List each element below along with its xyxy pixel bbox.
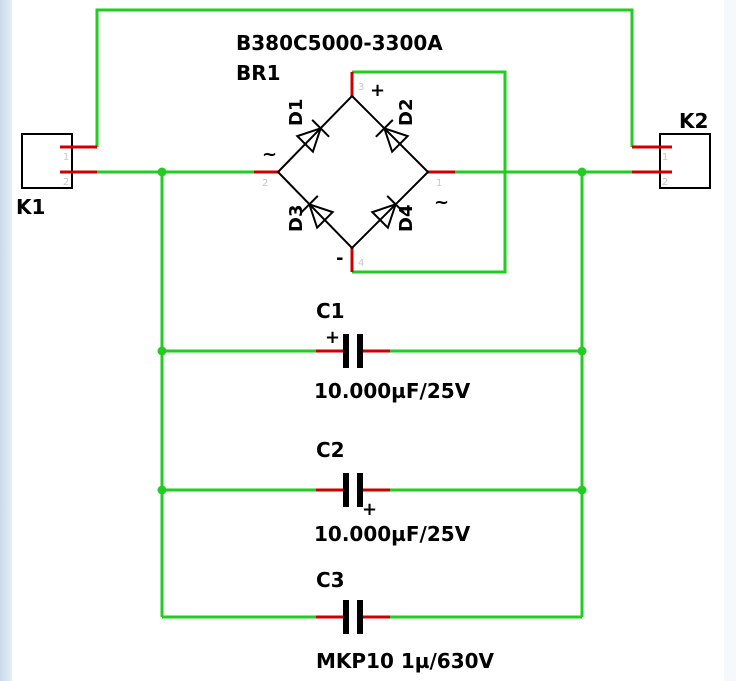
- diode-d3: [300, 195, 335, 230]
- diode-d2: [375, 119, 410, 154]
- capacitor-c1-ref: C1: [316, 299, 345, 323]
- wire-bridge-dc-loop[interactable]: [352, 70, 507, 274]
- connector-k2-body: [659, 133, 711, 189]
- pin-number: 4: [358, 258, 364, 269]
- junction-dot: [157, 346, 167, 356]
- bridge-ac-left-mark: ~: [262, 144, 277, 165]
- capacitor-c1-polarity: +: [325, 327, 340, 348]
- diode-d4-label: D4: [396, 205, 417, 232]
- bridge-rectifier[interactable]: B380C5000-3300A BR1: [236, 31, 455, 272]
- diode-d4: [370, 195, 405, 230]
- pin-number: 2: [262, 178, 268, 189]
- capacitor-c1[interactable]: + C1 10.000µF/25V: [314, 299, 471, 403]
- left-edge: [0, 0, 12, 681]
- capacitor-c2-plate-right: [357, 473, 363, 507]
- bridge-plus-mark: +: [370, 80, 385, 101]
- capacitor-c2-polarity: +: [362, 499, 377, 520]
- capacitor-c1-plate-left: [343, 334, 349, 368]
- capacitor-c3-value: MKP10 1µ/630V: [316, 649, 495, 673]
- capacitor-c2-value: 10.000µF/25V: [314, 522, 471, 546]
- capacitor-c2-ref: C2: [316, 438, 345, 462]
- junction-dot: [577, 167, 587, 177]
- bridge-ac-right-mark: ~: [434, 192, 449, 213]
- wire-top-loop[interactable]: [95, 8, 634, 147]
- junction-dot: [157, 167, 167, 177]
- pin-number: 2: [662, 177, 668, 188]
- capacitor-c1-plate-right: [357, 334, 363, 368]
- capacitor-c3-plate-right: [357, 600, 363, 634]
- pin-number: 1: [436, 178, 442, 189]
- pin-number: 3: [358, 82, 364, 93]
- diode-d3-label: D3: [286, 205, 307, 232]
- diode-d1: [295, 119, 330, 154]
- connector-k1-ref: K1: [16, 195, 45, 219]
- bridge-diamond: [276, 94, 430, 250]
- pin-number: 2: [63, 177, 69, 188]
- capacitor-c1-value: 10.000µF/25V: [314, 379, 471, 403]
- wires: [95, 8, 634, 619]
- diode-d2-label: D2: [396, 99, 417, 126]
- capacitor-c2-plate-left: [343, 473, 349, 507]
- capacitor-c2[interactable]: + C2 10.000µF/25V: [314, 438, 471, 546]
- connector-k2-ref: K2: [679, 109, 708, 133]
- capacitor-c3-plate-left: [343, 600, 349, 634]
- capacitor-c3[interactable]: C3 MKP10 1µ/630V: [316, 568, 495, 673]
- bridge-minus-mark: -: [336, 248, 343, 269]
- junction-dot: [577, 485, 587, 495]
- connector-k2[interactable]: 1 2 K2: [632, 109, 711, 189]
- junction-dot: [577, 346, 587, 356]
- connector-k1-body: [21, 133, 73, 189]
- connector-k1[interactable]: 1 2 K1: [16, 133, 97, 219]
- pin-number: 1: [662, 152, 668, 163]
- junctions: [157, 167, 587, 495]
- bridge-part-number: B380C5000-3300A: [236, 31, 443, 55]
- bridge-ref: BR1: [236, 61, 281, 85]
- diode-d1-label: D1: [286, 99, 307, 126]
- schematic-sheet: [12, 0, 724, 681]
- right-edge: [724, 0, 736, 681]
- junction-dot: [157, 485, 167, 495]
- pin-number: 1: [63, 152, 69, 163]
- capacitor-c3-ref: C3: [316, 568, 345, 592]
